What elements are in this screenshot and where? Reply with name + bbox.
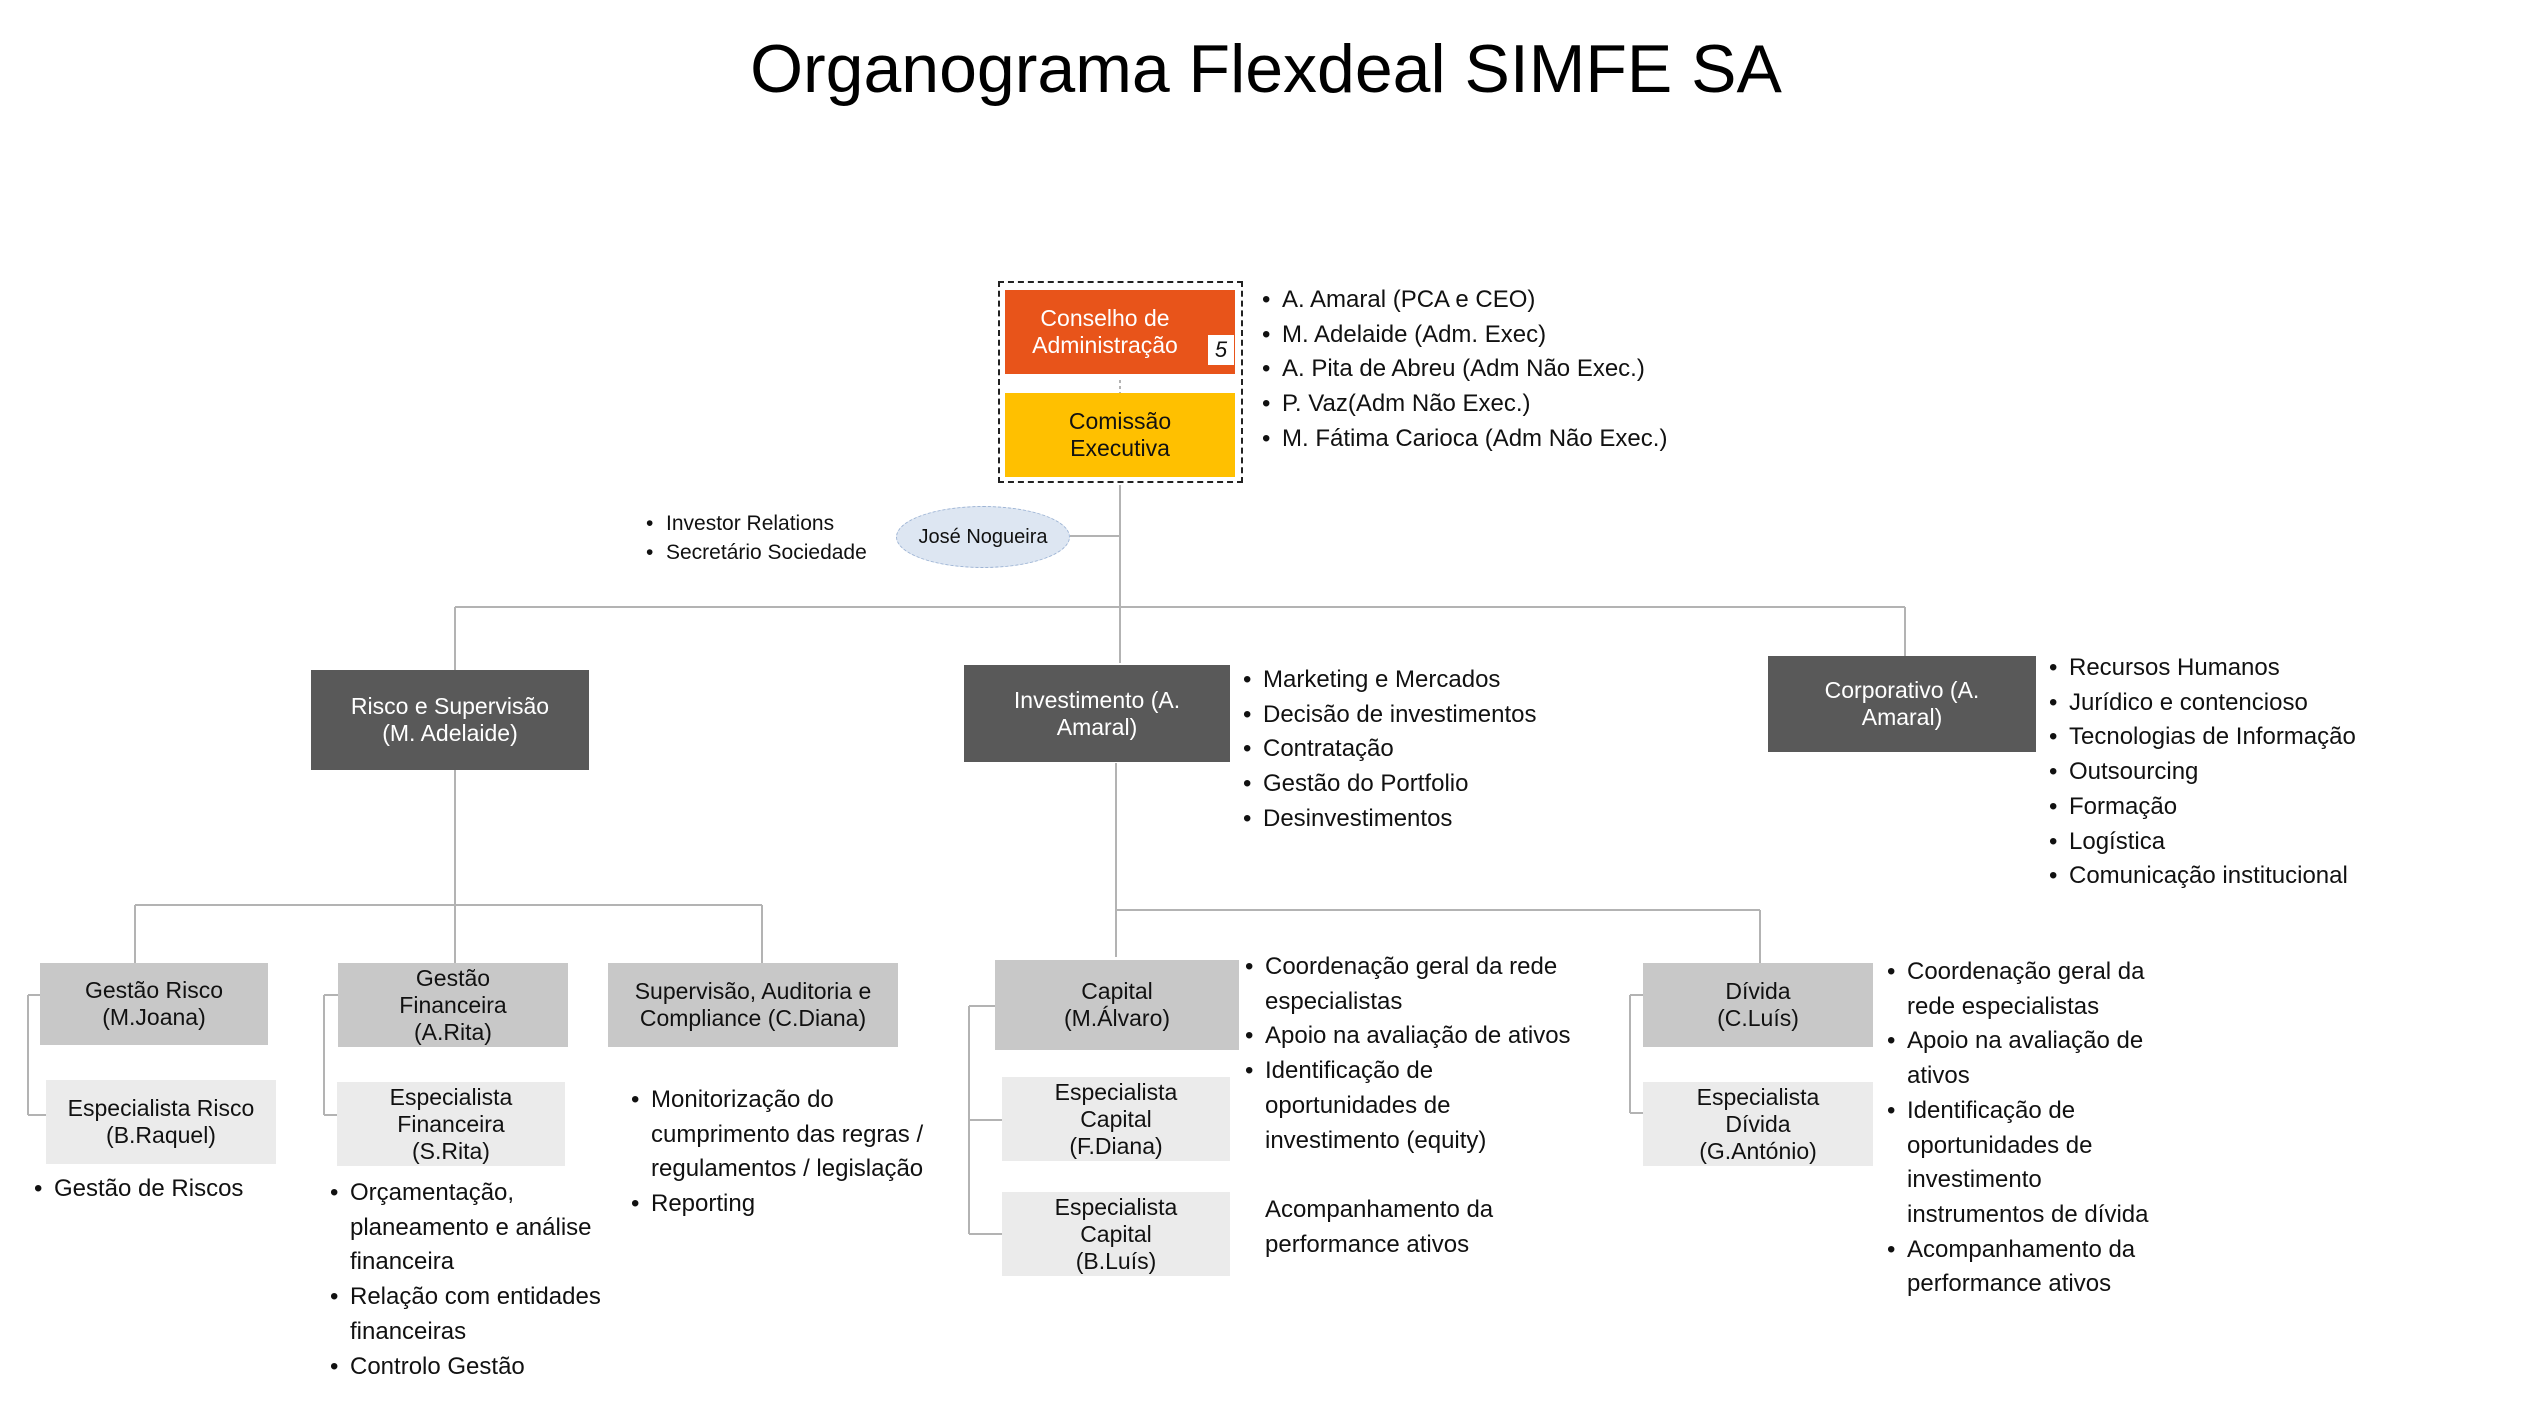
divida-items-list: Coordenação geral da rede especialistas … xyxy=(1887,955,2152,1302)
gestao-financeira-items-list: Orçamentação, planeamento e análise fina… xyxy=(330,1176,620,1384)
list-item: Comunicação institucional xyxy=(2049,859,2389,894)
list-item: A. Pita de Abreu (Adm Não Exec.) xyxy=(1262,352,1722,387)
division-investimento[interactable]: Investimento (A. Amaral) xyxy=(964,665,1230,762)
list-item: A. Amaral (PCA e CEO) xyxy=(1262,283,1722,318)
division-investimento-label: Investimento (A. Amaral) xyxy=(1013,686,1181,740)
list-item: Identificação de oportunidades de invest… xyxy=(1245,1054,1580,1158)
unit-supervisao-label: Supervisão, Auditoria e Compliance (C.Di… xyxy=(634,978,872,1031)
page-title: Organograma Flexdeal SIMFE SA xyxy=(750,31,1782,107)
list-item: Contratação xyxy=(1243,732,1583,767)
unit-gestao-risco[interactable]: Gestão Risco (M.Joana) xyxy=(40,963,268,1045)
list-item: Coordenação geral da rede especialistas xyxy=(1887,955,2152,1024)
list-item: Identificação de oportunidades de invest… xyxy=(1887,1094,2152,1233)
comissao-label: Comissão Executiva xyxy=(1068,408,1172,461)
secretary-node[interactable]: José Nogueira xyxy=(896,506,1070,568)
list-item: Gestão de Riscos xyxy=(34,1172,294,1207)
unit-gestao-financeira-label: Gestão Financeira (A.Rita) xyxy=(399,964,507,1045)
list-item: Apoio na avaliação de ativos xyxy=(1887,1024,2152,1093)
list-item: Logística xyxy=(2049,825,2389,860)
list-item: Jurídico e contencioso xyxy=(2049,686,2389,721)
list-item: Reporting xyxy=(631,1187,931,1222)
board-count-badge: 5 xyxy=(1208,335,1234,365)
unit-gestao-financeira[interactable]: Gestão Financeira (A.Rita) xyxy=(338,963,568,1047)
secretary-roles-list: Investor Relations Secretário Sociedade xyxy=(646,509,906,567)
list-item: Outsourcing xyxy=(2049,755,2389,790)
unit-divida[interactable]: Dívida (C.Luís) xyxy=(1643,963,1873,1047)
division-corporativo-label: Corporativo (A. Amaral) xyxy=(1824,677,1980,730)
list-item: Apoio na avaliação de ativos xyxy=(1245,1019,1580,1054)
list-item: Decisão de investimentos xyxy=(1243,698,1583,733)
list-item: Secretário Sociedade xyxy=(646,538,906,567)
specialist-risco[interactable]: Especialista Risco (B.Raquel) xyxy=(46,1080,276,1164)
conselho-label: Conselho de Administração xyxy=(1032,305,1178,358)
specialist-divida[interactable]: Especialista Dívida (G.António) xyxy=(1643,1082,1873,1166)
division-corporativo[interactable]: Corporativo (A. Amaral) xyxy=(1768,656,2036,752)
unit-capital-label: Capital (M.Álvaro) xyxy=(1063,978,1171,1031)
board-members-list: A. Amaral (PCA e CEO) M. Adelaide (Adm. … xyxy=(1262,283,1722,457)
capital-items-list: Coordenação geral da rede especialistas … xyxy=(1245,950,1580,1158)
specialist-capital-2[interactable]: Especialista Capital (B.Luís) xyxy=(1002,1192,1230,1276)
unit-divida-label: Dívida (C.Luís) xyxy=(1717,978,1799,1031)
list-item: Investor Relations xyxy=(646,509,906,538)
unit-capital[interactable]: Capital (M.Álvaro) xyxy=(995,960,1239,1050)
specialist-capital-1[interactable]: Especialista Capital (F.Diana) xyxy=(1002,1077,1230,1161)
list-item: Orçamentação, planeamento e análise fina… xyxy=(330,1176,620,1280)
division-risco[interactable]: Risco e Supervisão (M. Adelaide) xyxy=(311,670,589,770)
list-item: Controlo Gestão xyxy=(330,1350,620,1385)
list-item: Coordenação geral da rede especialistas xyxy=(1245,950,1580,1019)
specialist-capital-1-label: Especialista Capital (F.Diana) xyxy=(1054,1078,1178,1159)
specialist-capital-2-label: Especialista Capital (B.Luís) xyxy=(1054,1193,1178,1274)
corporativo-items-list: Recursos Humanos Jurídico e contencioso … xyxy=(2049,651,2389,894)
investimento-items-list: Marketing e Mercados Decisão de investim… xyxy=(1243,663,1583,837)
list-item: M. Fátima Carioca (Adm Não Exec.) xyxy=(1262,422,1722,457)
list-item: M. Adelaide (Adm. Exec) xyxy=(1262,318,1722,353)
list-item: P. Vaz(Adm Não Exec.) xyxy=(1262,387,1722,422)
specialist-financeira[interactable]: Especialista Financeira (S.Rita) xyxy=(337,1082,565,1166)
unit-gestao-risco-label: Gestão Risco (M.Joana) xyxy=(84,977,224,1030)
division-risco-label: Risco e Supervisão (M. Adelaide) xyxy=(350,693,550,746)
list-item: Formação xyxy=(2049,790,2389,825)
specialist-divida-label: Especialista Dívida (G.António) xyxy=(1696,1083,1820,1164)
list-item: Monitorização do cumprimento das regras … xyxy=(631,1083,931,1187)
list-item: Desinvestimentos xyxy=(1243,802,1583,837)
specialist-financeira-label: Especialista Financeira (S.Rita) xyxy=(389,1083,513,1164)
list-item: Marketing e Mercados xyxy=(1243,663,1583,698)
secretary-name: José Nogueira xyxy=(918,525,1048,548)
gestao-risco-items-list: Gestão de Riscos xyxy=(34,1172,294,1207)
board-frame xyxy=(998,281,1243,483)
list-item: Acompanhamento da performance ativos xyxy=(1887,1233,2152,1302)
conselho-box[interactable]: Conselho de Administração xyxy=(1005,290,1235,374)
list-item: Relação com entidades financeiras xyxy=(330,1280,620,1349)
specialist-risco-label: Especialista Risco (B.Raquel) xyxy=(67,1095,255,1148)
supervisao-items-list: Monitorização do cumprimento das regras … xyxy=(631,1083,931,1222)
unit-supervisao[interactable]: Supervisão, Auditoria e Compliance (C.Di… xyxy=(608,963,898,1047)
comissao-box[interactable]: Comissão Executiva xyxy=(1005,393,1235,477)
list-item: Recursos Humanos xyxy=(2049,651,2389,686)
list-item: Tecnologias de Informação xyxy=(2049,720,2389,755)
capital-extra-text: Acompanhamento da performance ativos xyxy=(1265,1196,1494,1258)
list-item: Gestão do Portfolio xyxy=(1243,767,1583,802)
